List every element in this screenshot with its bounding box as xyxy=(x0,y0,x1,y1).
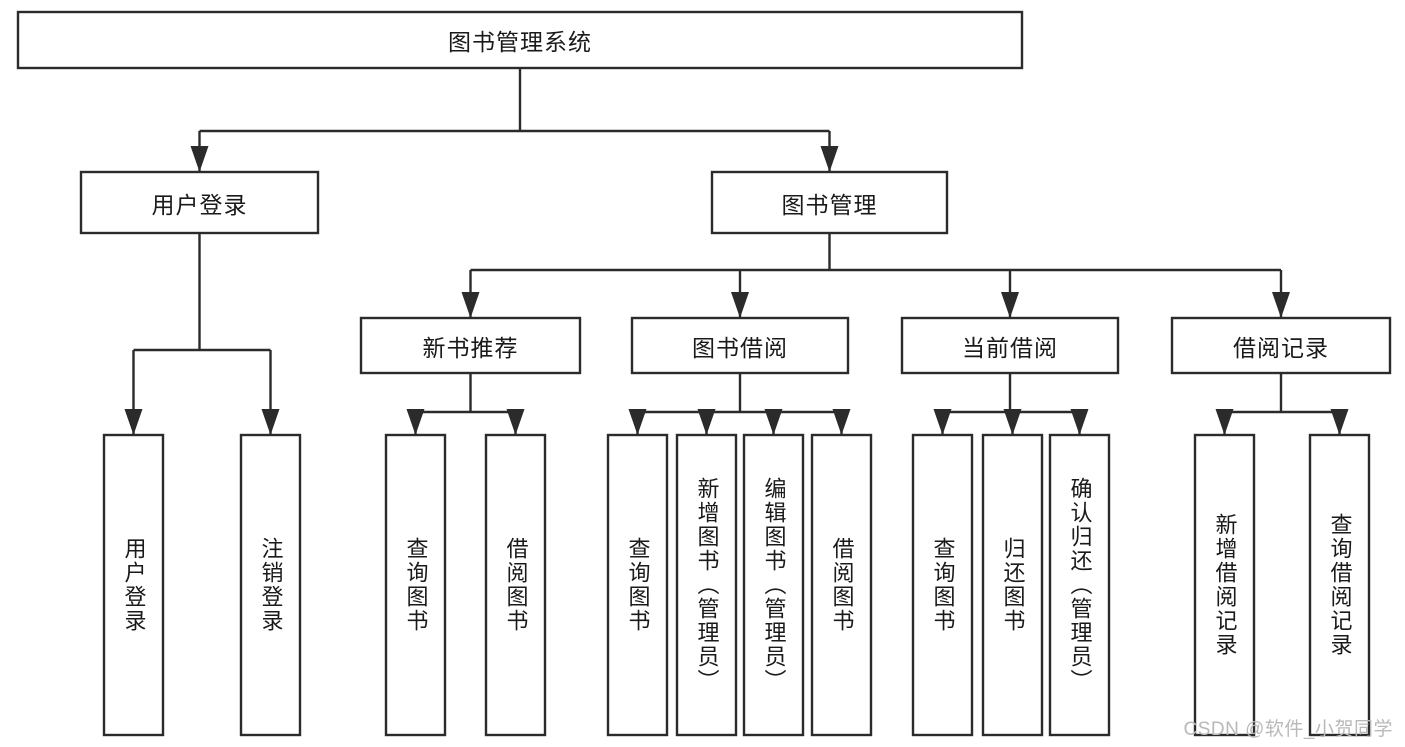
arrow-book-manage-to-book-borrow xyxy=(731,292,749,318)
arrow-new-book-recommend-to-leaf-borrow-book-nr xyxy=(506,409,525,435)
arrow-borrow-record-to-leaf-query-record xyxy=(1330,409,1349,435)
arrow-user-login-to-leaf-logout-login xyxy=(261,409,280,435)
node-new-book-recommend[interactable] xyxy=(359,316,582,375)
node-box-layer xyxy=(16,10,1392,737)
arrow-book-borrow-to-leaf-borrow-book-bb xyxy=(832,409,851,435)
arrow-current-borrow-to-leaf-query-book-cb xyxy=(933,409,952,435)
arrow-book-borrow-to-leaf-add-book xyxy=(697,409,716,435)
node-root[interactable] xyxy=(16,10,1024,70)
node-book-borrow[interactable] xyxy=(630,316,850,375)
node-leaf-add-record[interactable] xyxy=(1193,433,1256,737)
arrow-book-borrow-to-leaf-edit-book xyxy=(764,409,783,435)
arrow-current-borrow-to-leaf-confirm-return xyxy=(1070,409,1089,435)
node-book-manage[interactable] xyxy=(710,170,949,235)
arrow-root-to-user-login xyxy=(190,146,209,172)
node-leaf-query-book-bb[interactable] xyxy=(606,433,669,737)
node-leaf-borrow-book-nr[interactable] xyxy=(484,433,547,737)
node-leaf-confirm-return[interactable] xyxy=(1048,433,1111,737)
arrow-current-borrow-to-leaf-return-book xyxy=(1003,409,1022,435)
node-borrow-record[interactable] xyxy=(1170,316,1392,375)
node-leaf-user-login[interactable] xyxy=(102,433,165,737)
node-leaf-borrow-book-bb[interactable] xyxy=(810,433,873,737)
node-leaf-logout-login[interactable] xyxy=(239,433,302,737)
node-leaf-return-book[interactable] xyxy=(981,433,1044,737)
node-leaf-query-record[interactable] xyxy=(1308,433,1371,737)
arrow-book-manage-to-current-borrow xyxy=(1001,292,1019,318)
arrow-borrow-record-to-leaf-add-record xyxy=(1215,409,1234,435)
node-leaf-query-book-cb[interactable] xyxy=(911,433,974,737)
node-user-login[interactable] xyxy=(79,170,320,235)
node-leaf-edit-book[interactable] xyxy=(742,433,805,737)
arrow-book-borrow-to-leaf-query-book-bb xyxy=(628,409,647,435)
arrow-root-to-book-manage xyxy=(820,146,839,172)
node-leaf-add-book[interactable] xyxy=(675,433,738,737)
node-leaf-query-book-nr[interactable] xyxy=(384,433,447,737)
connector-layer xyxy=(124,68,1349,435)
arrow-book-manage-to-borrow-record xyxy=(1272,292,1290,318)
arrow-user-login-to-leaf-user-login xyxy=(124,409,143,435)
arrow-new-book-recommend-to-leaf-query-book-nr xyxy=(406,409,425,435)
node-current-borrow[interactable] xyxy=(900,316,1120,375)
arrow-book-manage-to-new-book-recommend xyxy=(461,292,480,318)
